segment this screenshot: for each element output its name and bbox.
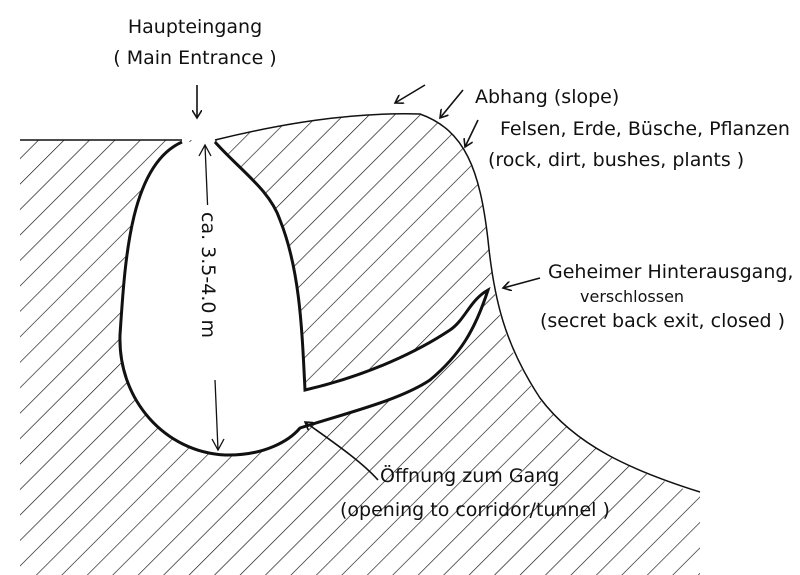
opening-label-en: (opening to corridor/tunnel )	[340, 499, 610, 521]
materials-label-de: Felsen, Erde, Büsche, Pflanzen	[500, 118, 790, 140]
slope-line	[214, 113, 701, 493]
height-arrowhead-top	[198, 143, 212, 157]
slope-arrow-2	[440, 89, 464, 118]
opening-label-de: Öffnung zum Gang	[380, 464, 559, 487]
height-arrowhead-bottom	[211, 438, 225, 452]
main-entrance-label-en: ( Main Entrance )	[113, 47, 276, 69]
secret-exit-arrow	[503, 277, 541, 288]
materials-label-en: (rock, dirt, bushes, plants )	[488, 149, 744, 171]
main-entrance-label-de: Haupteingang	[128, 16, 262, 38]
secret-exit-label-de2: verschlossen	[580, 287, 684, 306]
ground-hatching	[20, 113, 700, 575]
opening-arrow	[305, 422, 379, 481]
height-label: ca. 3.5-4.0 m	[197, 212, 219, 338]
slope-label: Abhang (slope)	[475, 86, 619, 108]
slope-arrow-1	[395, 84, 426, 103]
height-label-mask	[195, 205, 225, 380]
secret-exit-label-de: Geheimer Hinterausgang,	[548, 261, 793, 283]
materials-arrow	[465, 119, 479, 147]
secret-exit-label-en: (secret back exit, closed )	[540, 310, 785, 332]
